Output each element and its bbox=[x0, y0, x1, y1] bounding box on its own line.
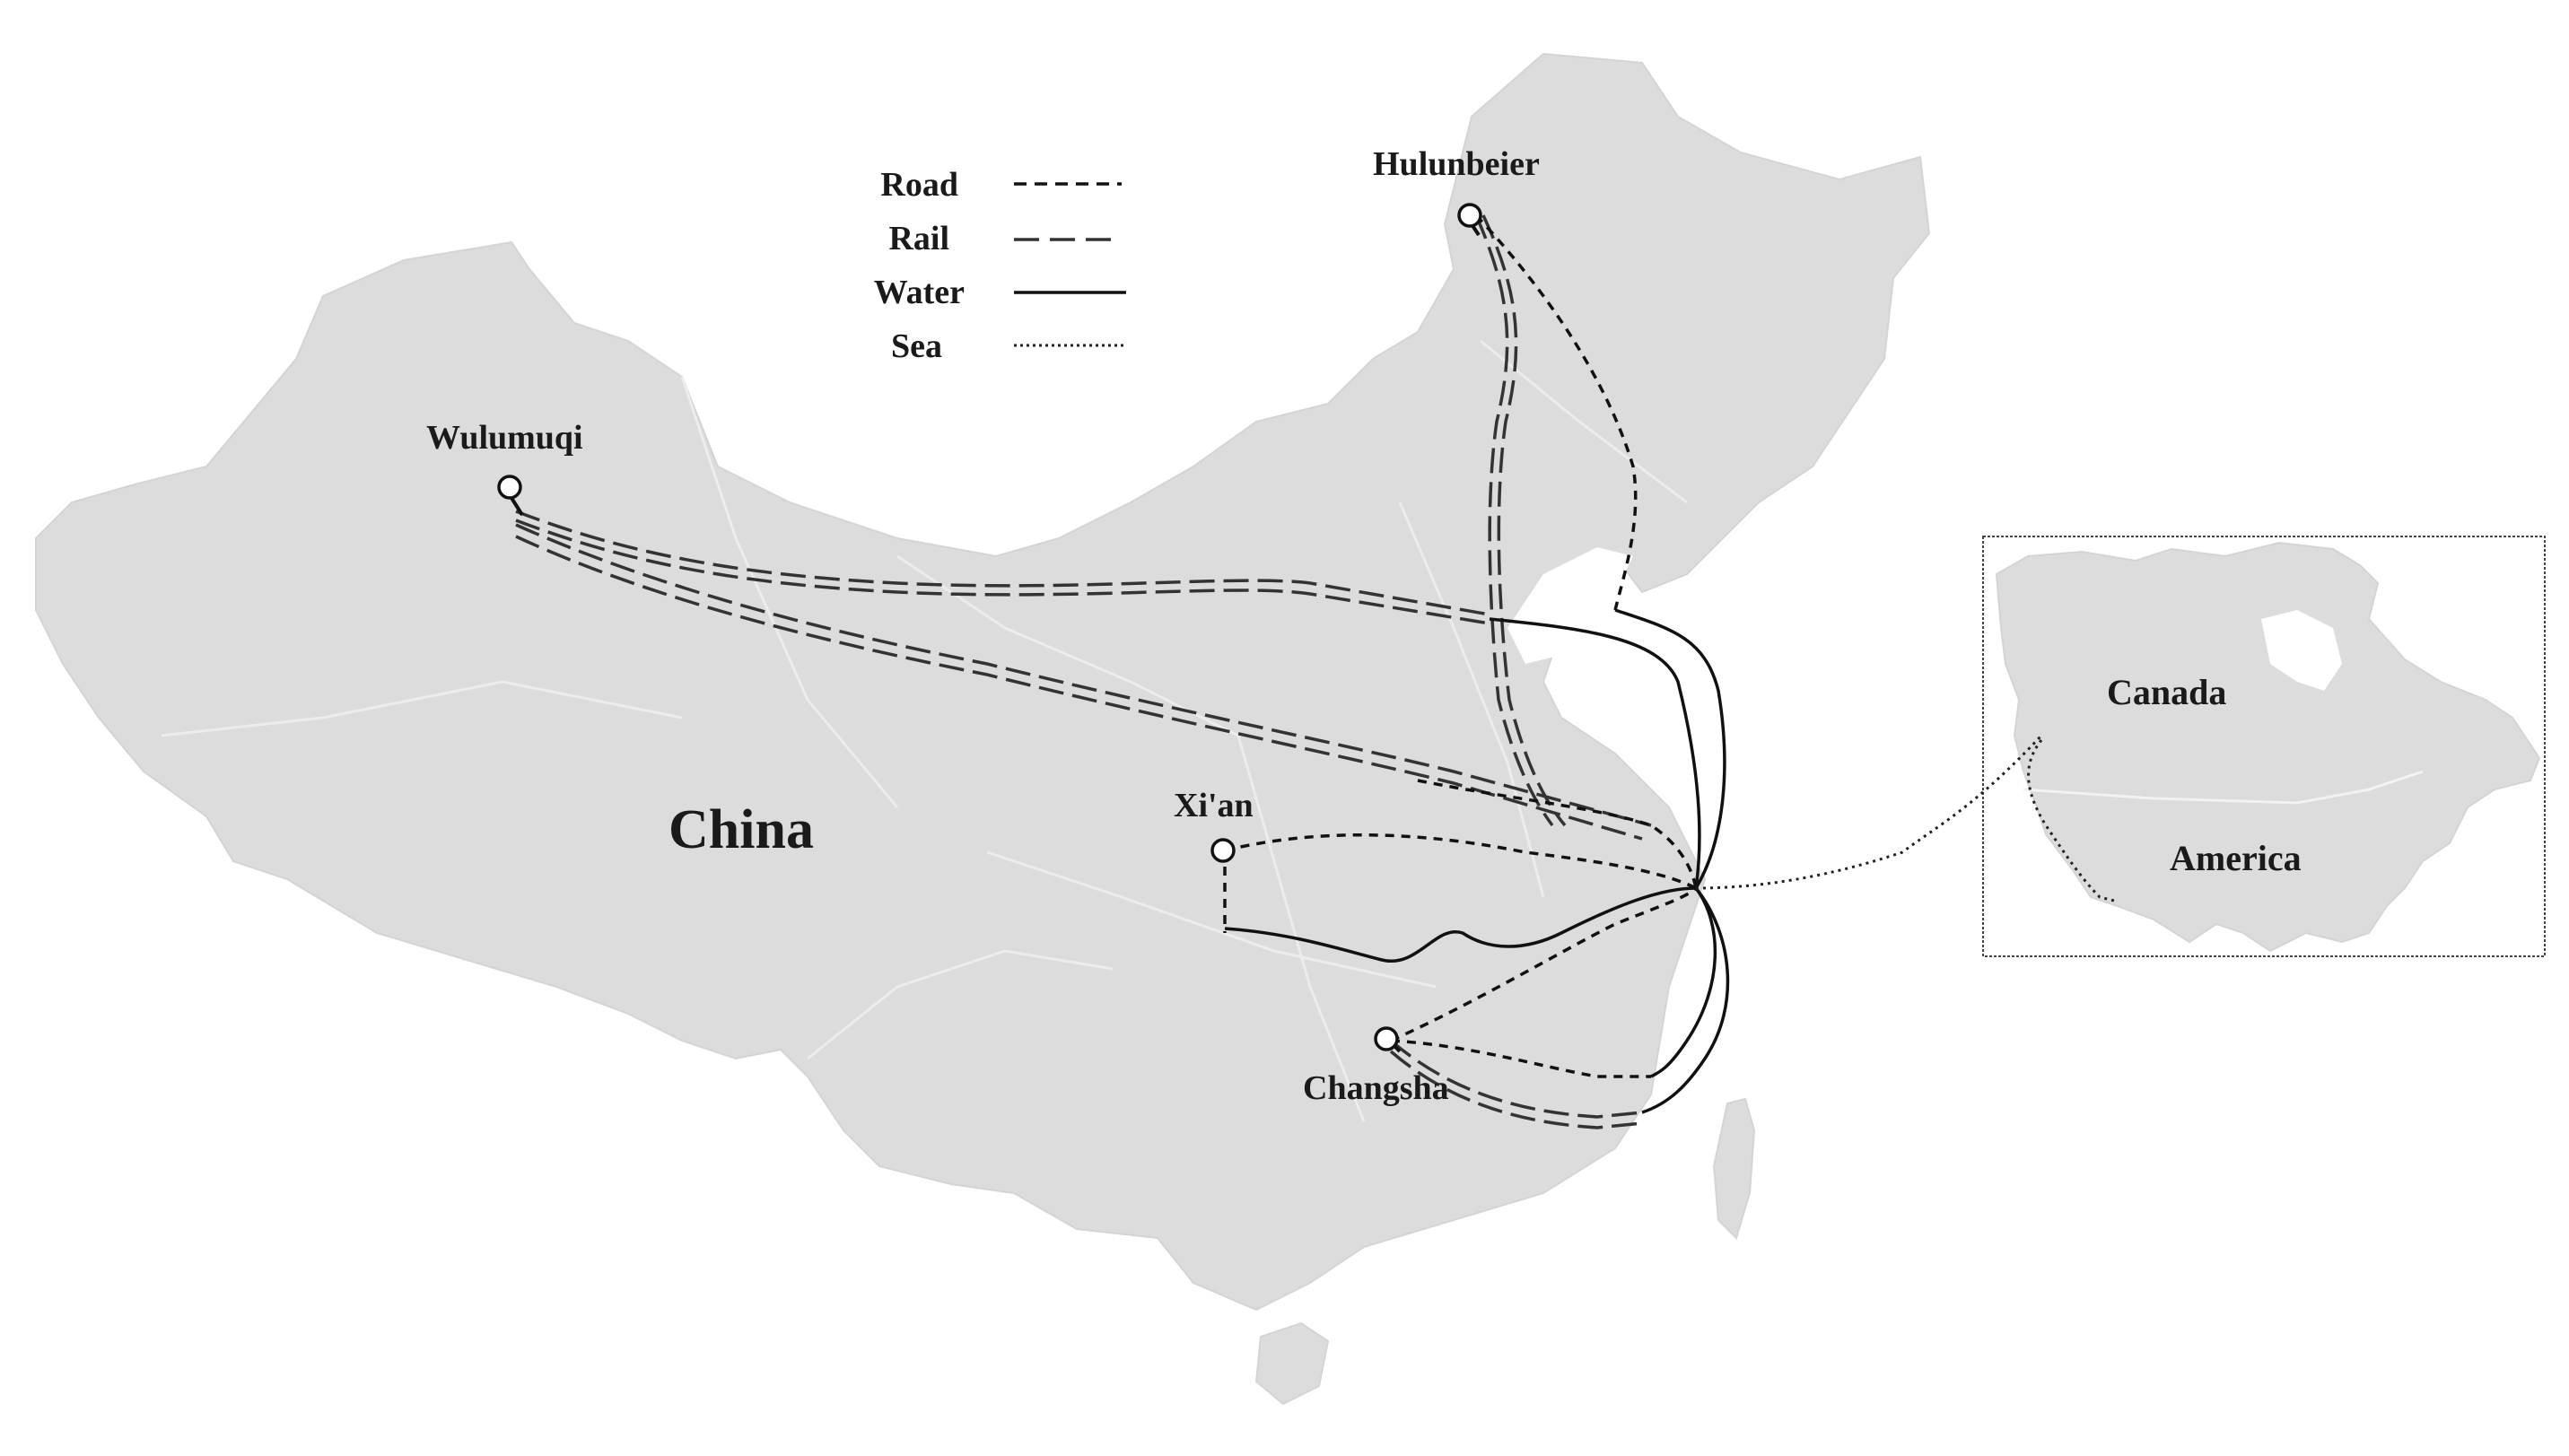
water-route bbox=[1641, 886, 1730, 1114]
canada-us-border bbox=[2023, 770, 2424, 805]
rail-route bbox=[515, 535, 1643, 841]
map-labels: Hulunbeier Wulumuqi Xi'an Changsha China… bbox=[426, 145, 2302, 1107]
legend-label: Road bbox=[880, 166, 958, 204]
north-america-landmass bbox=[1995, 541, 2541, 953]
region-label-america: America bbox=[2170, 838, 2302, 878]
hudson-bay bbox=[2261, 610, 2342, 691]
legend-item-water: Water bbox=[874, 274, 1126, 311]
city-label-xian: Xi'an bbox=[1174, 787, 1254, 824]
city-label-changsha: Changsha bbox=[1303, 1069, 1449, 1107]
sea-route bbox=[1695, 734, 2043, 890]
rail-route bbox=[1389, 1050, 1643, 1129]
rail-route bbox=[515, 519, 1490, 625]
legend-item-road: Road bbox=[880, 166, 1122, 204]
road-route bbox=[1390, 886, 1698, 1042]
legend-label: Rail bbox=[888, 220, 949, 257]
province-borders bbox=[161, 339, 1688, 1122]
rail-routes bbox=[515, 214, 1652, 1129]
rail-route bbox=[515, 523, 1652, 827]
water-route bbox=[1489, 617, 1701, 889]
city-label-hulunbeier: Hulunbeier bbox=[1373, 145, 1540, 183]
rail-route bbox=[1389, 1039, 1643, 1119]
inset-frame bbox=[1982, 536, 2546, 957]
road-route bbox=[1474, 214, 1638, 611]
rail-route bbox=[1474, 214, 1554, 827]
china-landmass bbox=[35, 52, 1931, 1312]
rail-route bbox=[1481, 214, 1567, 827]
legend-label: Water bbox=[874, 274, 965, 311]
location-pin-icon bbox=[1374, 1026, 1402, 1053]
location-pin-icon bbox=[1210, 838, 1236, 863]
region-label-canada: Canada bbox=[2107, 672, 2226, 712]
water-route bbox=[1224, 886, 1697, 963]
location-pin-icon bbox=[1457, 203, 1482, 237]
legend-item-sea: Sea bbox=[891, 327, 1126, 365]
road-routes bbox=[1223, 214, 1698, 1078]
bohai-sea bbox=[1507, 547, 1633, 664]
location-pin-icon bbox=[497, 475, 524, 517]
region-label-china: China bbox=[668, 799, 814, 860]
rail-route bbox=[515, 510, 1490, 616]
water-route bbox=[1614, 608, 1726, 889]
hainan-island bbox=[1254, 1321, 1330, 1406]
city-label-wulumuqi: Wulumuqi bbox=[426, 419, 583, 457]
water-route bbox=[1650, 886, 1717, 1078]
road-route bbox=[1390, 1039, 1651, 1078]
legend: Road Rail Water Sea bbox=[874, 166, 1126, 365]
city-markers bbox=[497, 203, 1482, 1053]
legend-label: Sea bbox=[891, 327, 942, 365]
sea-routes bbox=[1695, 734, 2119, 903]
road-route bbox=[1417, 779, 1698, 889]
taiwan-island bbox=[1712, 1097, 1756, 1240]
road-route bbox=[1224, 833, 1697, 890]
legend-item-rail: Rail bbox=[888, 220, 1122, 257]
transport-routes bbox=[515, 214, 2119, 1129]
water-routes bbox=[1224, 608, 1730, 1114]
